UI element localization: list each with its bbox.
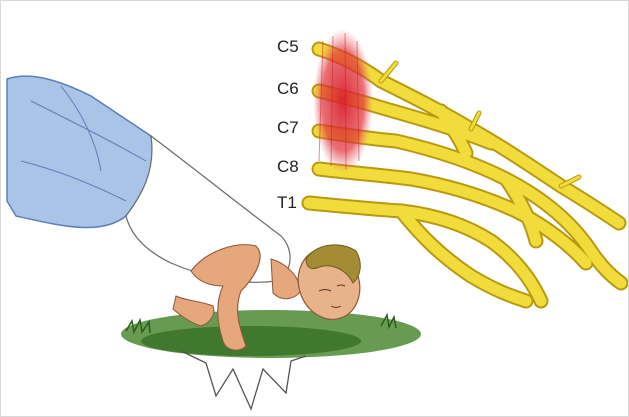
root-label-c5: C5 — [277, 37, 299, 57]
root-label-c7: C7 — [277, 118, 299, 138]
injury-zone-icon — [313, 29, 373, 173]
root-label-c8: C8 — [277, 157, 299, 177]
impact-burst-icon — [181, 351, 306, 409]
grass-patch — [121, 310, 421, 358]
root-label-t1: T1 — [277, 193, 297, 213]
root-label-c6: C6 — [277, 79, 299, 99]
